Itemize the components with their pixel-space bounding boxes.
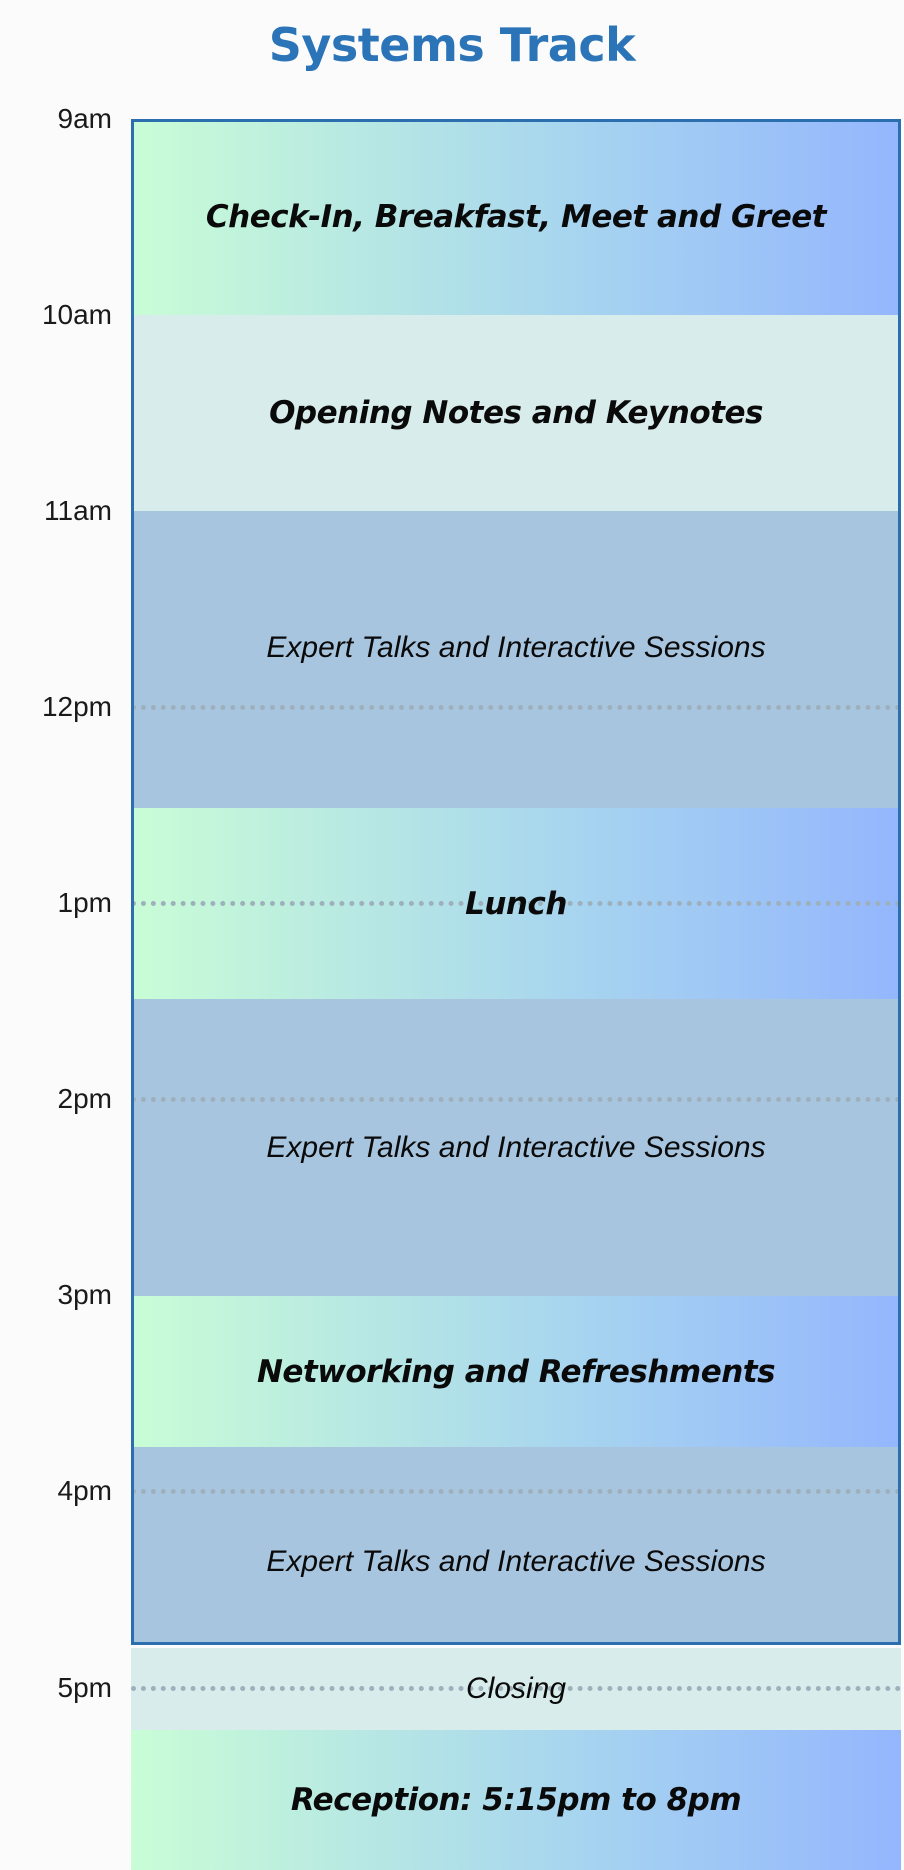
time-label-1pm: 1pm <box>57 887 112 918</box>
time-label-11am: 11am <box>44 495 112 526</box>
time-label-10am: 10am <box>41 299 112 330</box>
time-label-5pm: 5pm <box>57 1672 112 1703</box>
hour-divider-5pm <box>131 1686 901 1691</box>
session-title: Networking and Refreshments <box>256 1353 776 1390</box>
session-title: Opening Notes and Keynotes <box>269 395 763 431</box>
session-block-expert-talks-2: Expert Talks and Interactive Sessions <box>131 999 901 1296</box>
time-label-2pm: 2pm <box>57 1083 112 1114</box>
session-title: Expert Talks and Interactive Sessions <box>266 1130 766 1164</box>
session-block-checkin: Check-In, Breakfast, Meet and Greet <box>131 119 901 315</box>
session-title: Check-In, Breakfast, Meet and Greet <box>205 199 827 235</box>
hour-divider-1pm <box>131 901 901 906</box>
session-title: Reception: 5:15pm to 8pm <box>290 1782 742 1818</box>
hour-divider-12pm <box>131 705 901 710</box>
session-block-opening: Opening Notes and Keynotes <box>131 315 901 511</box>
time-label-3pm: 3pm <box>57 1279 112 1310</box>
session-block-expert-talks-1: Expert Talks and Interactive Sessions <box>131 511 901 808</box>
hour-divider-4pm <box>131 1489 901 1494</box>
time-label-9am: 9am <box>57 103 112 134</box>
session-title: Closing <box>465 1672 567 1705</box>
session-block-expert-talks-3: Expert Talks and Interactive Sessions <box>131 1447 901 1645</box>
page-title: Systems Track <box>268 18 636 72</box>
hour-divider-2pm <box>131 1097 901 1102</box>
session-title: Expert Talks and Interactive Sessions <box>266 1545 766 1578</box>
session-title: Expert Talks and Interactive Sessions <box>266 630 766 664</box>
time-label-4pm: 4pm <box>57 1475 112 1506</box>
session-block-networking: Networking and Refreshments <box>131 1296 901 1447</box>
session-block-reception: Reception: 5:15pm to 8pm <box>131 1730 901 1870</box>
session-title: Lunch <box>465 885 567 922</box>
time-label-12pm: 12pm <box>41 691 112 722</box>
